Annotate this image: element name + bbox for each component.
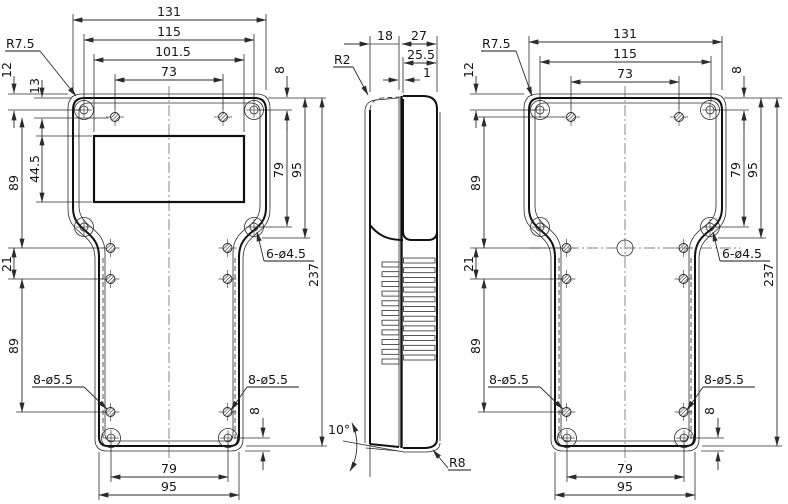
dim-bottom-width: 95 — [617, 479, 633, 494]
dim-screw-span: 115 — [613, 46, 637, 61]
dim-inner-hole-span: 73 — [161, 64, 177, 79]
side-view: 10° 18 27 25.5 1 R2 R8 — [328, 28, 471, 477]
large-hole-note-right: 8-ø5.5 — [248, 372, 288, 387]
radius-note: R7.5 — [482, 36, 511, 51]
dim-overall-height: 237 — [306, 263, 321, 287]
bottom-radius-note: R8 — [449, 455, 466, 470]
grip-ribs — [381, 257, 436, 365]
small-hole-note: 6-ø4.5 — [266, 246, 306, 261]
dim-lower-hole-span: 89 — [468, 338, 483, 354]
dim-lower-hole-span: 89 — [6, 338, 21, 354]
dim-front-depth: 27 — [411, 28, 427, 43]
dim-upper-hole-span: 89 — [6, 175, 21, 191]
dim-upper-section-height: 95 — [745, 162, 760, 178]
dim-waist-hole-gap: 21 — [461, 256, 476, 272]
dim-waist-hole-gap: 21 — [0, 256, 14, 272]
dim-top-hole-offset: 8 — [729, 66, 744, 74]
waist-profile — [369, 224, 404, 241]
front-view: 131 115 101.5 73 R7.5 12 13 89 44.5 21 — [0, 4, 327, 500]
dim-back-depth: 18 — [377, 28, 393, 43]
dim-screen-height: 44.5 — [27, 155, 42, 183]
dim-top-hole-offset: 8 — [272, 66, 287, 74]
small-hole-note: 6-ø4.5 — [722, 246, 762, 261]
dim-inner-depth: 25.5 — [407, 47, 435, 62]
dim-overall-width: 131 — [613, 26, 637, 41]
dim-draft-angle: 10° — [328, 422, 350, 437]
dim-screw-span: 115 — [157, 24, 181, 39]
top-radius-note: R2 — [334, 52, 351, 67]
dim-edge-offset: 12 — [0, 62, 14, 78]
dim-inner-hole-span: 73 — [617, 66, 633, 81]
large-hole-note-left: 8-ø5.5 — [489, 372, 529, 387]
dim-lip-width: 1 — [423, 65, 431, 80]
dim-vertical-screw-span: 79 — [728, 162, 743, 178]
display-window — [92, 134, 246, 204]
dim-overall-height: 237 — [761, 263, 776, 287]
dim-vertical-screw-span: 79 — [271, 162, 286, 178]
back-view: 131 115 73 R7.5 12 89 21 89 8 79 — [461, 26, 782, 500]
dim-bottom-hole-offset: 8 — [702, 407, 717, 415]
dim-overall-width: 131 — [157, 4, 181, 19]
dim-hole-offset: 13 — [27, 78, 42, 94]
radius-note: R7.5 — [6, 36, 35, 51]
dim-bottom-hole-offset: 8 — [247, 407, 262, 415]
dim-upper-hole-span: 89 — [468, 175, 483, 191]
dim-edge-offset: 12 — [461, 62, 476, 78]
dim-bottom-width: 95 — [161, 479, 177, 494]
dim-bottom-hole-span: 79 — [617, 461, 633, 476]
large-hole-note-right: 8-ø5.5 — [704, 372, 744, 387]
dim-bottom-hole-span: 79 — [161, 461, 177, 476]
dim-screen-width: 101.5 — [155, 44, 191, 59]
panel-recess-profile — [402, 99, 438, 241]
large-hole-note-left: 8-ø5.5 — [33, 372, 73, 387]
center-hole — [616, 239, 634, 257]
dim-upper-section-height: 95 — [289, 162, 304, 178]
